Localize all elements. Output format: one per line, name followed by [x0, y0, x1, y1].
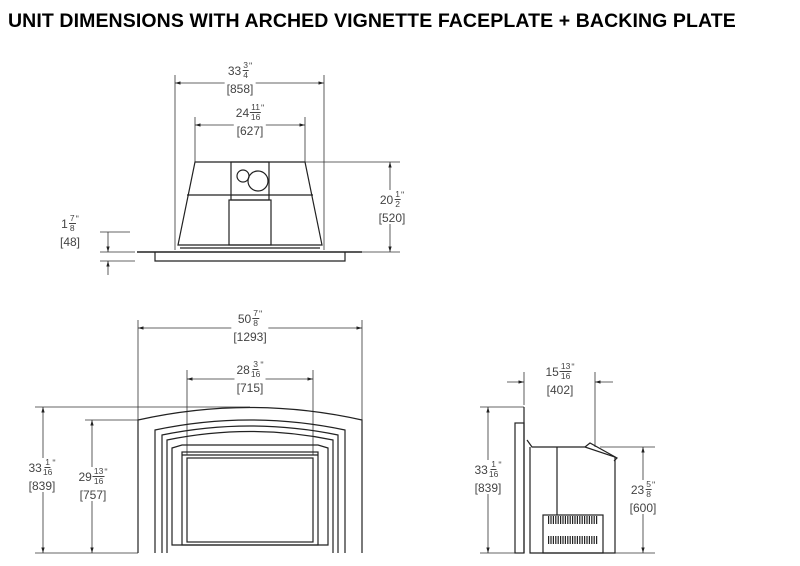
dim-num: 7	[252, 308, 259, 319]
inch-mark: "	[400, 190, 405, 200]
dim-mm: [48]	[59, 235, 81, 249]
dim-den: 16	[488, 469, 499, 479]
dim-whole: 28	[236, 362, 250, 377]
inch-mark: "	[651, 480, 656, 490]
dim-whole: 29	[78, 469, 92, 484]
dim-mm: [600]	[629, 501, 657, 515]
dim-den: 2	[395, 199, 400, 209]
arched-faceplate	[137, 406, 363, 553]
inch-mark: "	[258, 309, 263, 319]
dim-whole: 33	[474, 462, 488, 477]
dim-den: 16	[250, 112, 261, 122]
dim-mm: [1293]	[233, 330, 267, 344]
inch-mark: "	[498, 460, 502, 470]
dim-den: 8	[646, 489, 651, 499]
dim-mm: [839]	[28, 479, 56, 493]
side-unit-body	[514, 407, 618, 554]
dim-den: 16	[250, 369, 261, 379]
dim-mm: [627]	[236, 124, 264, 138]
top-view	[100, 75, 400, 275]
dim-mm: [858]	[226, 82, 254, 96]
dim-whole: 20	[379, 192, 394, 207]
side-view	[480, 372, 655, 554]
dim-num: 11	[250, 102, 261, 113]
inch-mark: "	[248, 61, 253, 71]
inch-mark: "	[260, 103, 265, 113]
dim-whole: 50	[237, 311, 252, 326]
dim-num: 13	[92, 466, 105, 477]
inch-mark: "	[260, 360, 264, 370]
dim-den: 4	[243, 70, 248, 80]
dim-den: 16	[560, 371, 571, 381]
dim-den: 8	[69, 223, 75, 233]
front-view	[35, 320, 363, 554]
inch-mark: "	[571, 362, 575, 372]
dim-num: 1	[44, 457, 51, 468]
dim-whole: 24	[235, 105, 250, 120]
side-vent-slots	[548, 516, 598, 544]
dim-num: 1	[490, 459, 497, 470]
dim-whole: 1	[61, 216, 68, 231]
dim-num: 3	[242, 60, 249, 71]
dim-mm: [520]	[378, 211, 406, 225]
dim-mm: [757]	[79, 488, 107, 502]
dim-num: 7	[68, 213, 76, 224]
inch-mark: "	[52, 458, 56, 468]
dim-whole: 33	[28, 460, 42, 475]
dim-whole: 33	[227, 63, 242, 78]
dim-num: 13	[559, 361, 572, 372]
dim-mm: [839]	[474, 481, 502, 495]
dim-den: 8	[253, 318, 258, 328]
dim-den: 16	[42, 467, 53, 477]
inch-mark: "	[75, 214, 79, 224]
dim-whole: 15	[545, 364, 559, 379]
dim-mm: [402]	[546, 383, 574, 397]
dim-num: 1	[394, 189, 401, 200]
dim-mm: [715]	[236, 381, 264, 395]
dim-den: 16	[93, 476, 104, 486]
drawing-title: UNIT DIMENSIONS WITH ARCHED VIGNETTE FAC…	[8, 10, 736, 32]
top-unit-body	[137, 161, 362, 262]
dim-num: 3	[252, 359, 259, 370]
dim-whole: 23	[630, 482, 645, 497]
dim-num: 5	[645, 479, 652, 490]
inch-mark: "	[104, 467, 108, 477]
